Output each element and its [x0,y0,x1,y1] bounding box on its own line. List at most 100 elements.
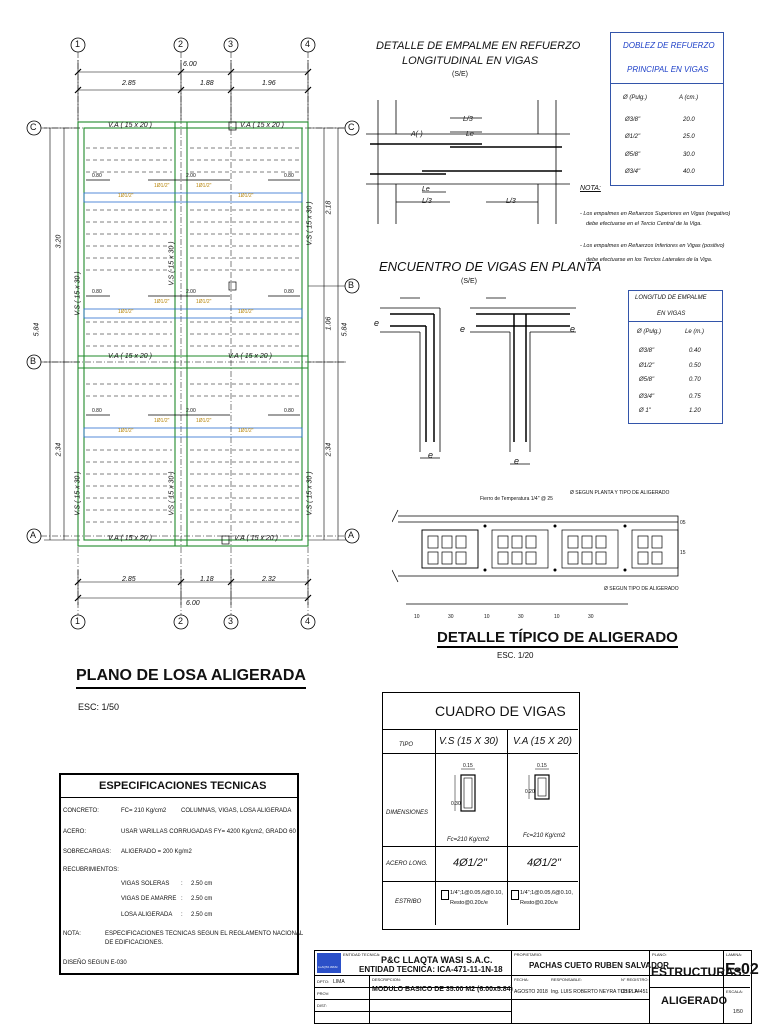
estribo-value: Resto@0.20c/e [450,900,488,906]
beam-label: V.A ( 15 x 20 ) [108,353,152,360]
spec-recub: VIGAS DE AMARRE [121,896,177,902]
spec-value: FC= 210 Kg/cm2 [121,808,167,814]
nota-line: debe efectuarse en los Tercios Laterales… [586,257,713,263]
axis-label: 2 [178,39,184,49]
dimension: 2.32 [262,576,276,583]
encuentro-e: e [514,456,520,466]
axis-label: C [348,122,355,132]
doblez-cell: 40.0 [683,169,695,175]
dimension: 1.18 [200,576,214,583]
beam-schedule-title: CUADRO DE VIGAS [435,703,566,719]
spec-value: ESPECIFICACIONES TECNICAS SEGUN EL REGLA… [105,931,304,937]
beam-label: V.S ( 15 x 30 ) [168,241,176,286]
doblez-cell: Ø3/4" [625,169,641,175]
aligerado-dim: 10 [414,614,420,620]
encuentro-drawing [380,297,576,465]
beam-label: V.S ( 15 x 30 ) [74,471,82,516]
plano-name: ESTRUCTURAS: [651,965,746,979]
spec-recub: : [181,912,183,918]
spec-recub: : [181,881,183,887]
aligerado-h15: 15 [680,550,686,556]
aligerado-dim: 30 [448,614,454,620]
bar-label: 1Ø1/2" [118,309,134,315]
beam-label: V.A ( 15 x 20 ) [234,535,278,542]
aligerado-h05: 05 [680,520,686,526]
tb-label: LAMINA: [726,952,743,957]
axis-label: C [30,122,37,132]
dimension: 2.85 [122,576,136,583]
dimension: 1.96 [262,80,276,87]
doblez-cell: 30.0 [683,152,695,158]
tb-label: FECHA: [514,977,529,982]
dist-label: 0.80 [284,408,294,414]
bar-label: 1Ø1/2" [118,428,134,434]
aligerado-segun-2: Ø SEGUN TIPO DE ALIGERADO [604,586,679,592]
axis-label: 1 [75,616,81,626]
estribo-value: 1/4";1@0.05,6@0.10, [450,890,503,896]
aligerado-dim: 30 [588,614,594,620]
nota-line: - Los empalmes en Refuerzos Inferiores e… [580,243,725,249]
doblez-cell: 20.0 [683,117,695,123]
tb-label: DESCRIPCION: [372,977,401,982]
slab-plan-drawing [26,37,360,630]
doblez-title: DOBLEZ DE REFUERZO [623,41,715,50]
tb-label: RESPONSABLE: [551,977,582,982]
spec-value: USAR VARILLAS CORRUGADAS FY= 4200 Kg/cm2… [121,829,296,835]
dist-label: 0.80 [92,289,102,295]
tb-value: AGOSTO 2018 [514,989,548,995]
encuentro-e: e [570,324,576,334]
encuentro-title: ENCUENTRO DE VIGAS EN PLANTA [379,259,602,274]
dimension: 6.00 [183,61,197,68]
bar-label: 1Ø1/2" [238,428,254,434]
longitud-cell: Ø3/8" [639,348,655,354]
axis-label: 3 [228,616,234,626]
axis-label: A [30,530,37,540]
company-name: P&C LLAQTA WASI S.A.C. [381,955,493,965]
section-dim: 0.30 [451,801,461,807]
dimension: 1.88 [200,80,214,87]
empalme-title: DETALLE DE EMPALME EN REFUERZO [376,40,581,52]
acero-value: 4Ø1/2" [453,857,487,869]
axis-label: 3 [228,39,234,49]
axis-label: B [30,356,37,366]
aligerado-segun-1: Ø SEGUN PLANTA Y TIPO DE ALIGERADO [570,490,670,496]
axis-label: 1 [75,39,81,49]
schedule-col: V.S (15 X 30) [439,736,499,747]
axis-label: 4 [305,616,311,626]
longitud-cell: 0.50 [689,363,701,369]
tb-label: N° REGISTRO: [621,977,649,982]
longitud-header: Ø (Pulg.) [637,329,662,335]
section-dim: 0.15 [463,763,473,769]
entidad-tecnica: ENTIDAD TECNICA: ICA-471-11-1N-18 [359,965,503,974]
dist-label: 0.80 [284,173,294,179]
beam-label: V.A ( 15 x 20 ) [108,535,152,542]
empalme-l3: L/3 [463,116,473,123]
schedule-label: ESTRIBO [395,899,422,905]
bar-label: 1Ø1/2" [118,193,134,199]
section-dim: 0.15 [537,763,547,769]
empalme-le: Le [466,131,474,138]
doblez-cell: Ø5/8" [625,152,641,158]
longitud-cell: Ø5/8" [639,377,655,383]
tb-label: PROV: [317,991,330,996]
section-fc: Fc=210 Kg/cm2 [523,833,566,839]
longitud-cell: 0.70 [689,377,701,383]
beam-label: V.S ( 15 x 30 ) [306,201,314,246]
dimension: 2.18 [325,200,333,215]
tb-value: Ing. LUIS ROBERTO NEYRA TUBILLA [551,989,638,995]
beam-section-vs [454,768,476,812]
doblez-cell: Ø1/2" [625,134,641,140]
dimension: 6.00 [186,600,200,607]
dimension: 1.06 [325,316,333,331]
tb-value: LIMA [333,979,345,985]
spec-recub: 2.50 cm [191,912,213,918]
estribo-value: 1/4";1@0.05,6@0.10, [520,890,573,896]
spec-recub: VIGAS SOLERAS [121,881,170,887]
empalme-a: A(-) [411,131,423,138]
spec-value: DE EDIFICACIONES. [105,940,164,946]
beam-label: V.A ( 15 x 20 ) [108,122,152,129]
scale-value: 1/50 [733,1009,743,1015]
encuentro-e: e [374,318,380,328]
aligerado-dim: 10 [554,614,560,620]
bar-label: 1Ø1/2" [238,193,254,199]
